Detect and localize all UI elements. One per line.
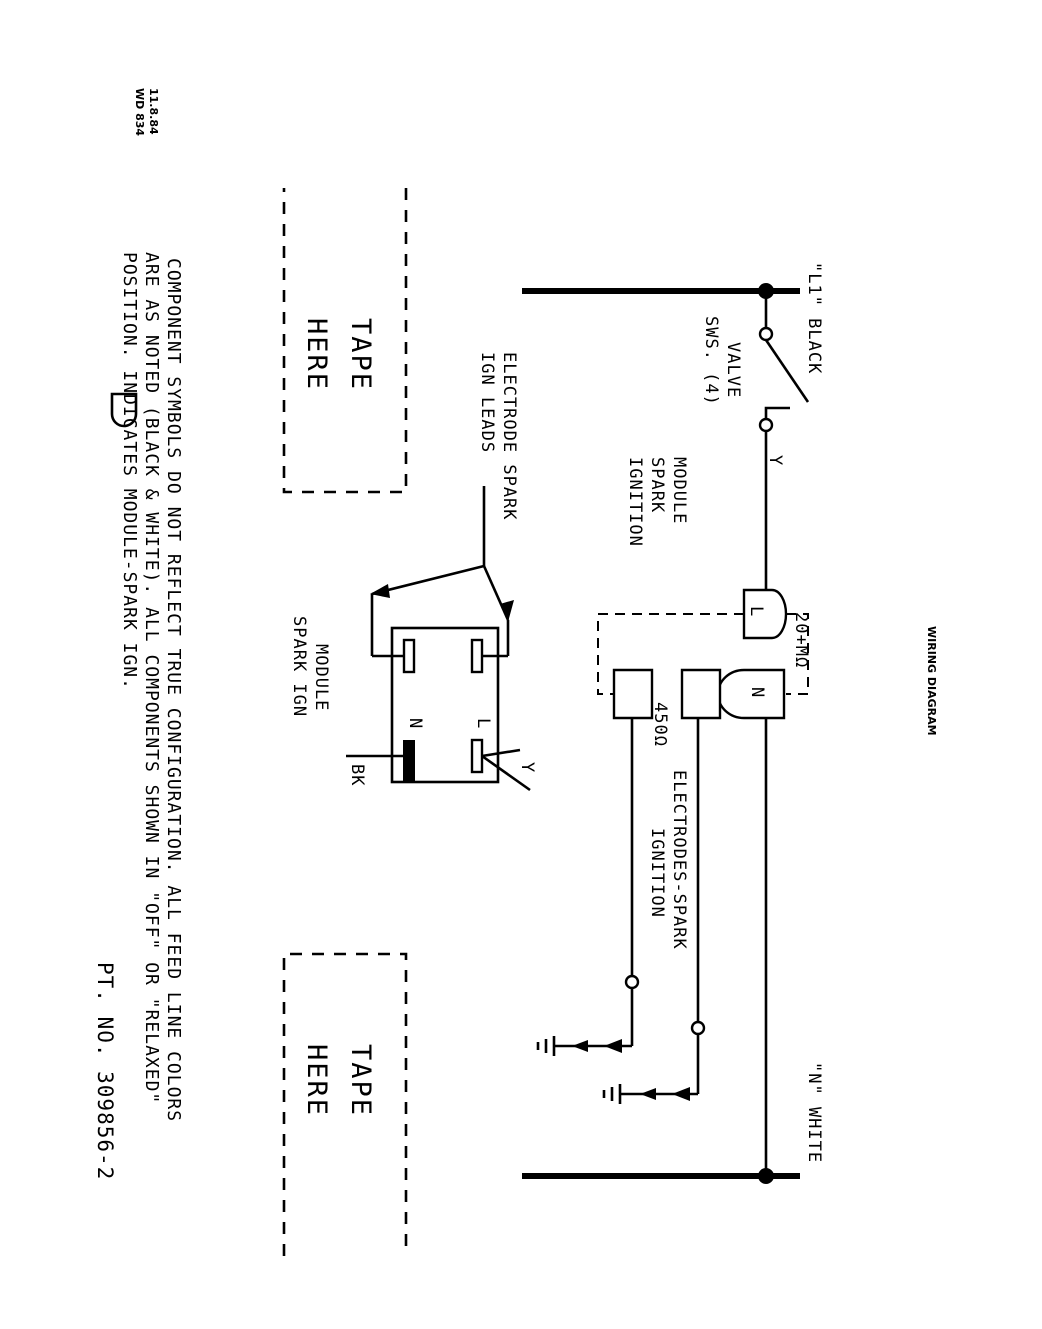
valve-switch-blade [764,339,810,403]
n-label: "N" WHITE [804,1062,824,1163]
terminal-n-label: N [747,687,767,698]
tape-bottom-line-1: TAPE [345,1044,376,1117]
tape-area-bottom [282,952,408,1256]
valve-terminal-2 [758,417,774,433]
bk-label: BK [347,764,367,786]
ground-2-arrow [572,1040,588,1052]
module-box-y-label: Y [517,762,537,773]
tape-area-top [282,188,408,494]
diagram-title: WIRING DIAGRAM [925,626,938,736]
electrodes-label-1: ELECTRODES-SPARK [669,770,689,950]
electrode-arrow-1 [672,1087,690,1101]
electrode-terminal-2 [612,668,654,720]
module-spark-symbol [110,392,138,428]
module-box-terminal-1 [470,638,484,674]
revision-date: 11.8.84 [147,88,160,135]
module-box-terminal-l [470,738,484,774]
electrode-terminal-1 [680,668,722,720]
module-box-terminal-2 [402,638,416,674]
module-outline-left [597,613,744,695]
lead-arrow-lower-head [370,584,390,598]
module-box-wire-y-2 [481,748,521,758]
module-box-l-label: L [473,718,493,729]
electrode-arrow-2 [604,1039,622,1053]
terminal-l-label: L [746,606,766,617]
module-label-3: IGNITION [625,457,645,547]
module-box-terminal-n [403,740,415,782]
tape-bottom-line-2: HERE [301,1044,332,1117]
resistance-top-label: 20+MΩ [791,612,811,668]
lead-arrow-upper-head [500,600,514,622]
resistance-bottom-label: 450Ω [650,702,670,747]
module-box-n-label: N [405,718,425,729]
leads-label-2: IGN LEADS [477,352,497,453]
note-line-2: ARE AS NOTED (BLACK & WHITE). ALL COMPON… [141,252,162,1104]
valve-switch-contact [764,406,790,419]
lead-arrow-lower [371,564,485,596]
ground-1-arrow [640,1088,656,1100]
part-number: PT. NO. 309856-2 [93,962,117,1180]
electrode-terminal-end-1 [690,1020,706,1036]
valve-terminal-1 [758,326,774,342]
l1-label: "L1" BLACK [804,262,824,374]
electrode-terminal-end-2 [624,974,640,990]
note-line-3: POSITION. INDICATES MODULE-SPARK IGN. [119,252,140,690]
module-label-1: MODULE [669,457,689,524]
valve-label-1: VALVE [723,342,743,398]
module-label-2: SPARK [647,457,667,513]
module-box [390,626,500,784]
module-side-label-2: SPARK IGN [289,616,309,717]
module-box-wire-y [481,754,531,792]
leads-label-1: ELECTRODE SPARK [499,352,519,521]
module-side-label-1: MODULE [311,644,331,711]
tape-top-line-1: TAPE [345,318,376,391]
valve-label-2: SWS. (4) [701,316,721,406]
note-line-1: COMPONENT SYMBOLS DO NOT REFLECT TRUE CO… [163,258,184,1122]
drawing-code: WD 834 [133,88,146,136]
module-terminal-l [742,588,788,640]
y-wire-label: Y [765,455,785,466]
tape-top-line-2: HERE [301,318,332,391]
electrodes-label-2: IGNITION [647,828,667,918]
